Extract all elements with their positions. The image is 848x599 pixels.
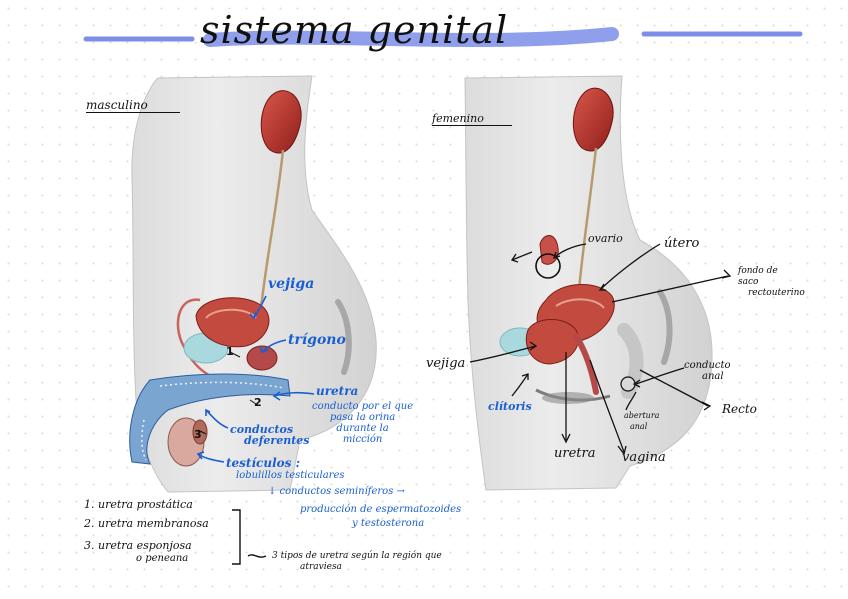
fondo-line-1: fondo de xyxy=(738,266,805,277)
label-conductos-deferentes: conductos deferentes xyxy=(230,424,309,446)
number-1: 1 xyxy=(226,345,234,358)
uretra-note-line: micción xyxy=(312,434,413,445)
testiculos-note-2: ↓ conductos seminíferos → xyxy=(268,486,405,497)
testiculos-note-3: producción de espermatozoides xyxy=(300,504,461,515)
abertura-line-2: anal xyxy=(624,421,659,432)
label-clitoris: clítoris xyxy=(488,400,532,413)
number-2: 2 xyxy=(254,396,262,409)
label-trigono: trígono xyxy=(288,332,346,348)
label-recto: Recto xyxy=(722,402,757,416)
uretra-note-line: conducto por el que xyxy=(312,401,413,412)
label-abertura-anal: abertura anal xyxy=(624,410,659,432)
label-uretra-female: uretra xyxy=(554,446,595,461)
label-fondo-saco: fondo de saco rectouterino xyxy=(738,266,805,299)
conducto-anal-line-1: conducto xyxy=(684,360,731,371)
label-vejiga-male: vejiga xyxy=(268,276,314,292)
uretra-note: conducto por el que pasa la orina durant… xyxy=(312,401,413,445)
label-conducto-anal: conducto anal xyxy=(684,360,731,382)
urethra-bracket xyxy=(232,510,266,564)
testiculos-note-4: y testosterona xyxy=(352,518,424,529)
testiculos-note-1: lobulillos testiculares xyxy=(236,470,345,481)
uretra-note-line: durante la xyxy=(312,423,413,434)
urethra-type-3: 3. uretra esponjosa xyxy=(84,539,192,552)
deferentes-line: deferentes xyxy=(230,435,309,446)
urethra-summary: 3 tipos de uretra según la región que at… xyxy=(272,551,442,573)
label-utero: útero xyxy=(664,236,699,251)
fondo-line-3: rectouterino xyxy=(738,288,805,299)
urethra-type-1: 1. uretra prostática xyxy=(84,498,193,511)
summary-line-1: 3 tipos de uretra según la región que xyxy=(272,551,442,562)
urethra-type-3b: o peneana xyxy=(136,553,188,564)
label-testiculos: testículos : xyxy=(226,456,300,470)
label-vejiga-female: vejiga xyxy=(426,356,465,371)
female-body-section xyxy=(465,76,712,490)
female-heading: femenino xyxy=(432,112,512,126)
conducto-anal-line-2: anal xyxy=(684,371,731,382)
uretra-note-line: pasa la orina xyxy=(312,412,413,423)
summary-line-2: atraviesa xyxy=(272,562,442,573)
label-ovario: ovario xyxy=(588,232,623,245)
label-vagina: vagina xyxy=(622,450,666,465)
abertura-line-1: abertura xyxy=(624,410,659,421)
label-uretra-male: uretra xyxy=(316,384,358,398)
urethra-type-2: 2. uretra membranosa xyxy=(84,517,209,530)
male-heading: masculino xyxy=(86,98,180,113)
number-3: 3 xyxy=(194,428,202,441)
page-title: sistema genital xyxy=(200,8,508,52)
fondo-line-2: saco xyxy=(738,277,805,288)
